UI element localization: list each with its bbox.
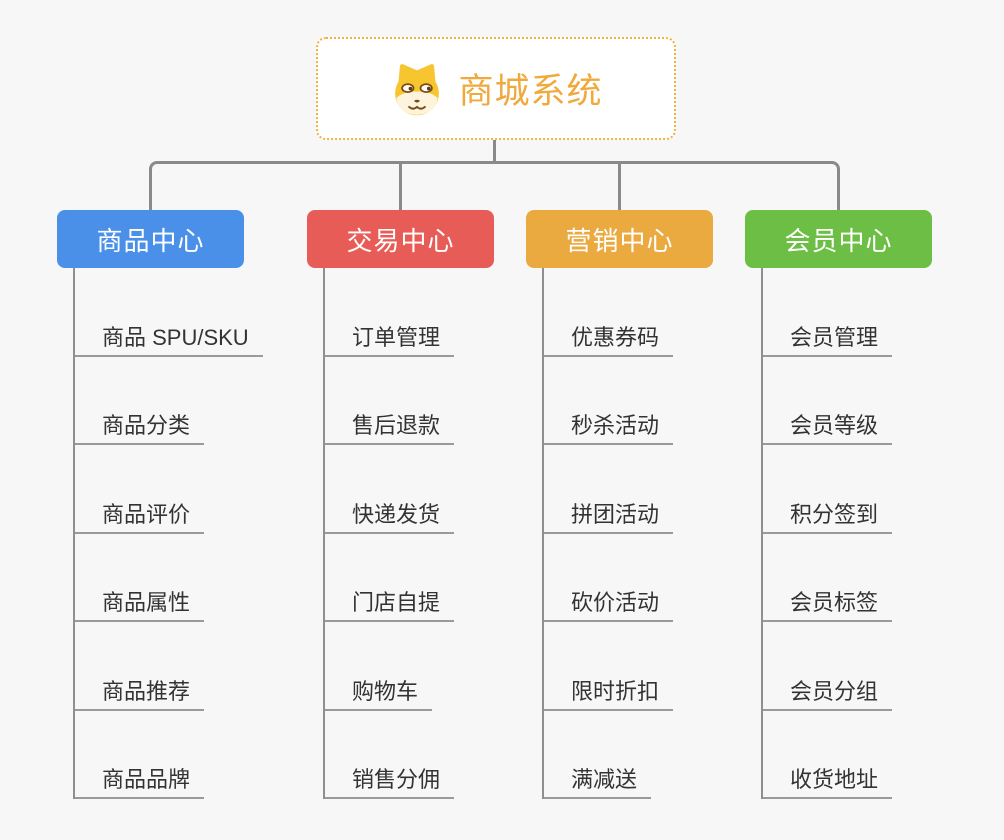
branch-node-marketing-center[interactable]: 营销中心 bbox=[526, 210, 713, 268]
tree-item-label: 商品属性 bbox=[102, 590, 191, 615]
branch-label: 会员中心 bbox=[784, 225, 893, 256]
branch-trade-center: 交易中心 订单管理 售后退款 快递发货 门店自提 购物车 销售分佣 bbox=[307, 210, 494, 799]
branch-node-product-center[interactable]: 商品中心 bbox=[57, 210, 244, 268]
connector-bus bbox=[149, 161, 840, 210]
dog-face-icon bbox=[395, 63, 440, 115]
tree-item[interactable]: 订单管理 bbox=[325, 268, 455, 357]
branch-product-center: 商品中心 商品 SPU/SKU 商品分类 商品评价 商品属性 商品推荐 商品品牌 bbox=[57, 210, 263, 799]
branch-items: 会员管理 会员等级 积分签到 会员标签 会员分组 收货地址 bbox=[761, 268, 893, 799]
tree-item-label: 会员等级 bbox=[790, 413, 879, 438]
branch-node-member-center[interactable]: 会员中心 bbox=[745, 210, 932, 268]
tree-item[interactable]: 拼团活动 bbox=[544, 445, 674, 534]
tree-item[interactable]: 快递发货 bbox=[325, 445, 455, 534]
tree-item-label: 满减送 bbox=[571, 767, 638, 792]
tree-item-label: 快递发货 bbox=[352, 501, 441, 527]
tree-item-label: 售后退款 bbox=[352, 413, 441, 438]
branch-label: 营销中心 bbox=[565, 225, 674, 256]
tree-item-label: 会员分组 bbox=[790, 678, 879, 704]
tree-item[interactable]: 会员标签 bbox=[763, 534, 893, 622]
branch-items: 订单管理 售后退款 快递发货 门店自提 购物车 销售分佣 bbox=[323, 268, 455, 799]
connector-drop bbox=[399, 163, 402, 210]
tree-item[interactable]: 商品 SPU/SKU bbox=[75, 268, 263, 357]
tree-item-label: 优惠券码 bbox=[571, 324, 660, 350]
tree-item-label: 订单管理 bbox=[352, 324, 441, 350]
tree-item-label: 砍价活动 bbox=[571, 590, 660, 615]
tree-item[interactable]: 商品分类 bbox=[75, 357, 205, 445]
tree-item[interactable]: 会员分组 bbox=[763, 622, 893, 711]
tree-item-label: 秒杀活动 bbox=[571, 413, 660, 438]
connector-root-stem bbox=[493, 139, 496, 164]
tree-item-label: 商品推荐 bbox=[102, 678, 191, 704]
tree-item-label: 商品评价 bbox=[102, 501, 191, 527]
tree-item-label: 门店自提 bbox=[352, 590, 441, 615]
tree-item[interactable]: 商品推荐 bbox=[75, 622, 205, 711]
tree-item[interactable]: 秒杀活动 bbox=[544, 357, 674, 445]
tree-item[interactable]: 商品品牌 bbox=[75, 711, 205, 799]
connector-drop bbox=[618, 163, 621, 210]
tree-item-label: 销售分佣 bbox=[352, 767, 441, 792]
tree-item[interactable]: 限时折扣 bbox=[544, 622, 674, 711]
branch-label: 交易中心 bbox=[346, 225, 455, 256]
tree-item[interactable]: 购物车 bbox=[325, 622, 433, 711]
tree-item-label: 限时折扣 bbox=[571, 678, 660, 704]
tree-item[interactable]: 会员等级 bbox=[763, 357, 893, 445]
tree-item[interactable]: 砍价活动 bbox=[544, 534, 674, 622]
branch-items: 优惠券码 秒杀活动 拼团活动 砍价活动 限时折扣 满减送 bbox=[542, 268, 674, 799]
tree-item[interactable]: 商品评价 bbox=[75, 445, 205, 534]
tree-item-label: 购物车 bbox=[352, 678, 419, 704]
tree-item[interactable]: 收货地址 bbox=[763, 711, 893, 799]
tree-item[interactable]: 会员管理 bbox=[763, 268, 893, 357]
branch-member-center: 会员中心 会员管理 会员等级 积分签到 会员标签 会员分组 收货地址 bbox=[745, 210, 932, 799]
tree-item-label: 会员管理 bbox=[790, 324, 879, 350]
tree-item-label: 拼团活动 bbox=[571, 501, 660, 527]
tree-item-label: 积分签到 bbox=[790, 501, 879, 527]
tree-item[interactable]: 销售分佣 bbox=[325, 711, 455, 799]
branch-items: 商品 SPU/SKU 商品分类 商品评价 商品属性 商品推荐 商品品牌 bbox=[73, 268, 263, 799]
root-title: 商城系统 bbox=[458, 72, 603, 111]
tree-item[interactable]: 满减送 bbox=[544, 711, 652, 799]
branch-marketing-center: 营销中心 优惠券码 秒杀活动 拼团活动 砍价活动 限时折扣 满减送 bbox=[526, 210, 713, 799]
tree-item-label: 商品品牌 bbox=[102, 767, 191, 792]
tree-item-label: 商品 SPU/SKU bbox=[102, 324, 249, 350]
branch-label: 商品中心 bbox=[96, 225, 205, 256]
tree-item-label: 商品分类 bbox=[102, 413, 191, 438]
tree-item-label: 会员标签 bbox=[790, 590, 879, 615]
tree-item[interactable]: 优惠券码 bbox=[544, 268, 674, 357]
tree-item-label: 收货地址 bbox=[790, 767, 879, 792]
tree-item[interactable]: 商品属性 bbox=[75, 534, 205, 622]
tree-item[interactable]: 售后退款 bbox=[325, 357, 455, 445]
tree-item[interactable]: 门店自提 bbox=[325, 534, 455, 622]
tree-item[interactable]: 积分签到 bbox=[763, 445, 893, 534]
root-node[interactable]: 商城系统 bbox=[316, 37, 676, 140]
branch-node-trade-center[interactable]: 交易中心 bbox=[307, 210, 494, 268]
